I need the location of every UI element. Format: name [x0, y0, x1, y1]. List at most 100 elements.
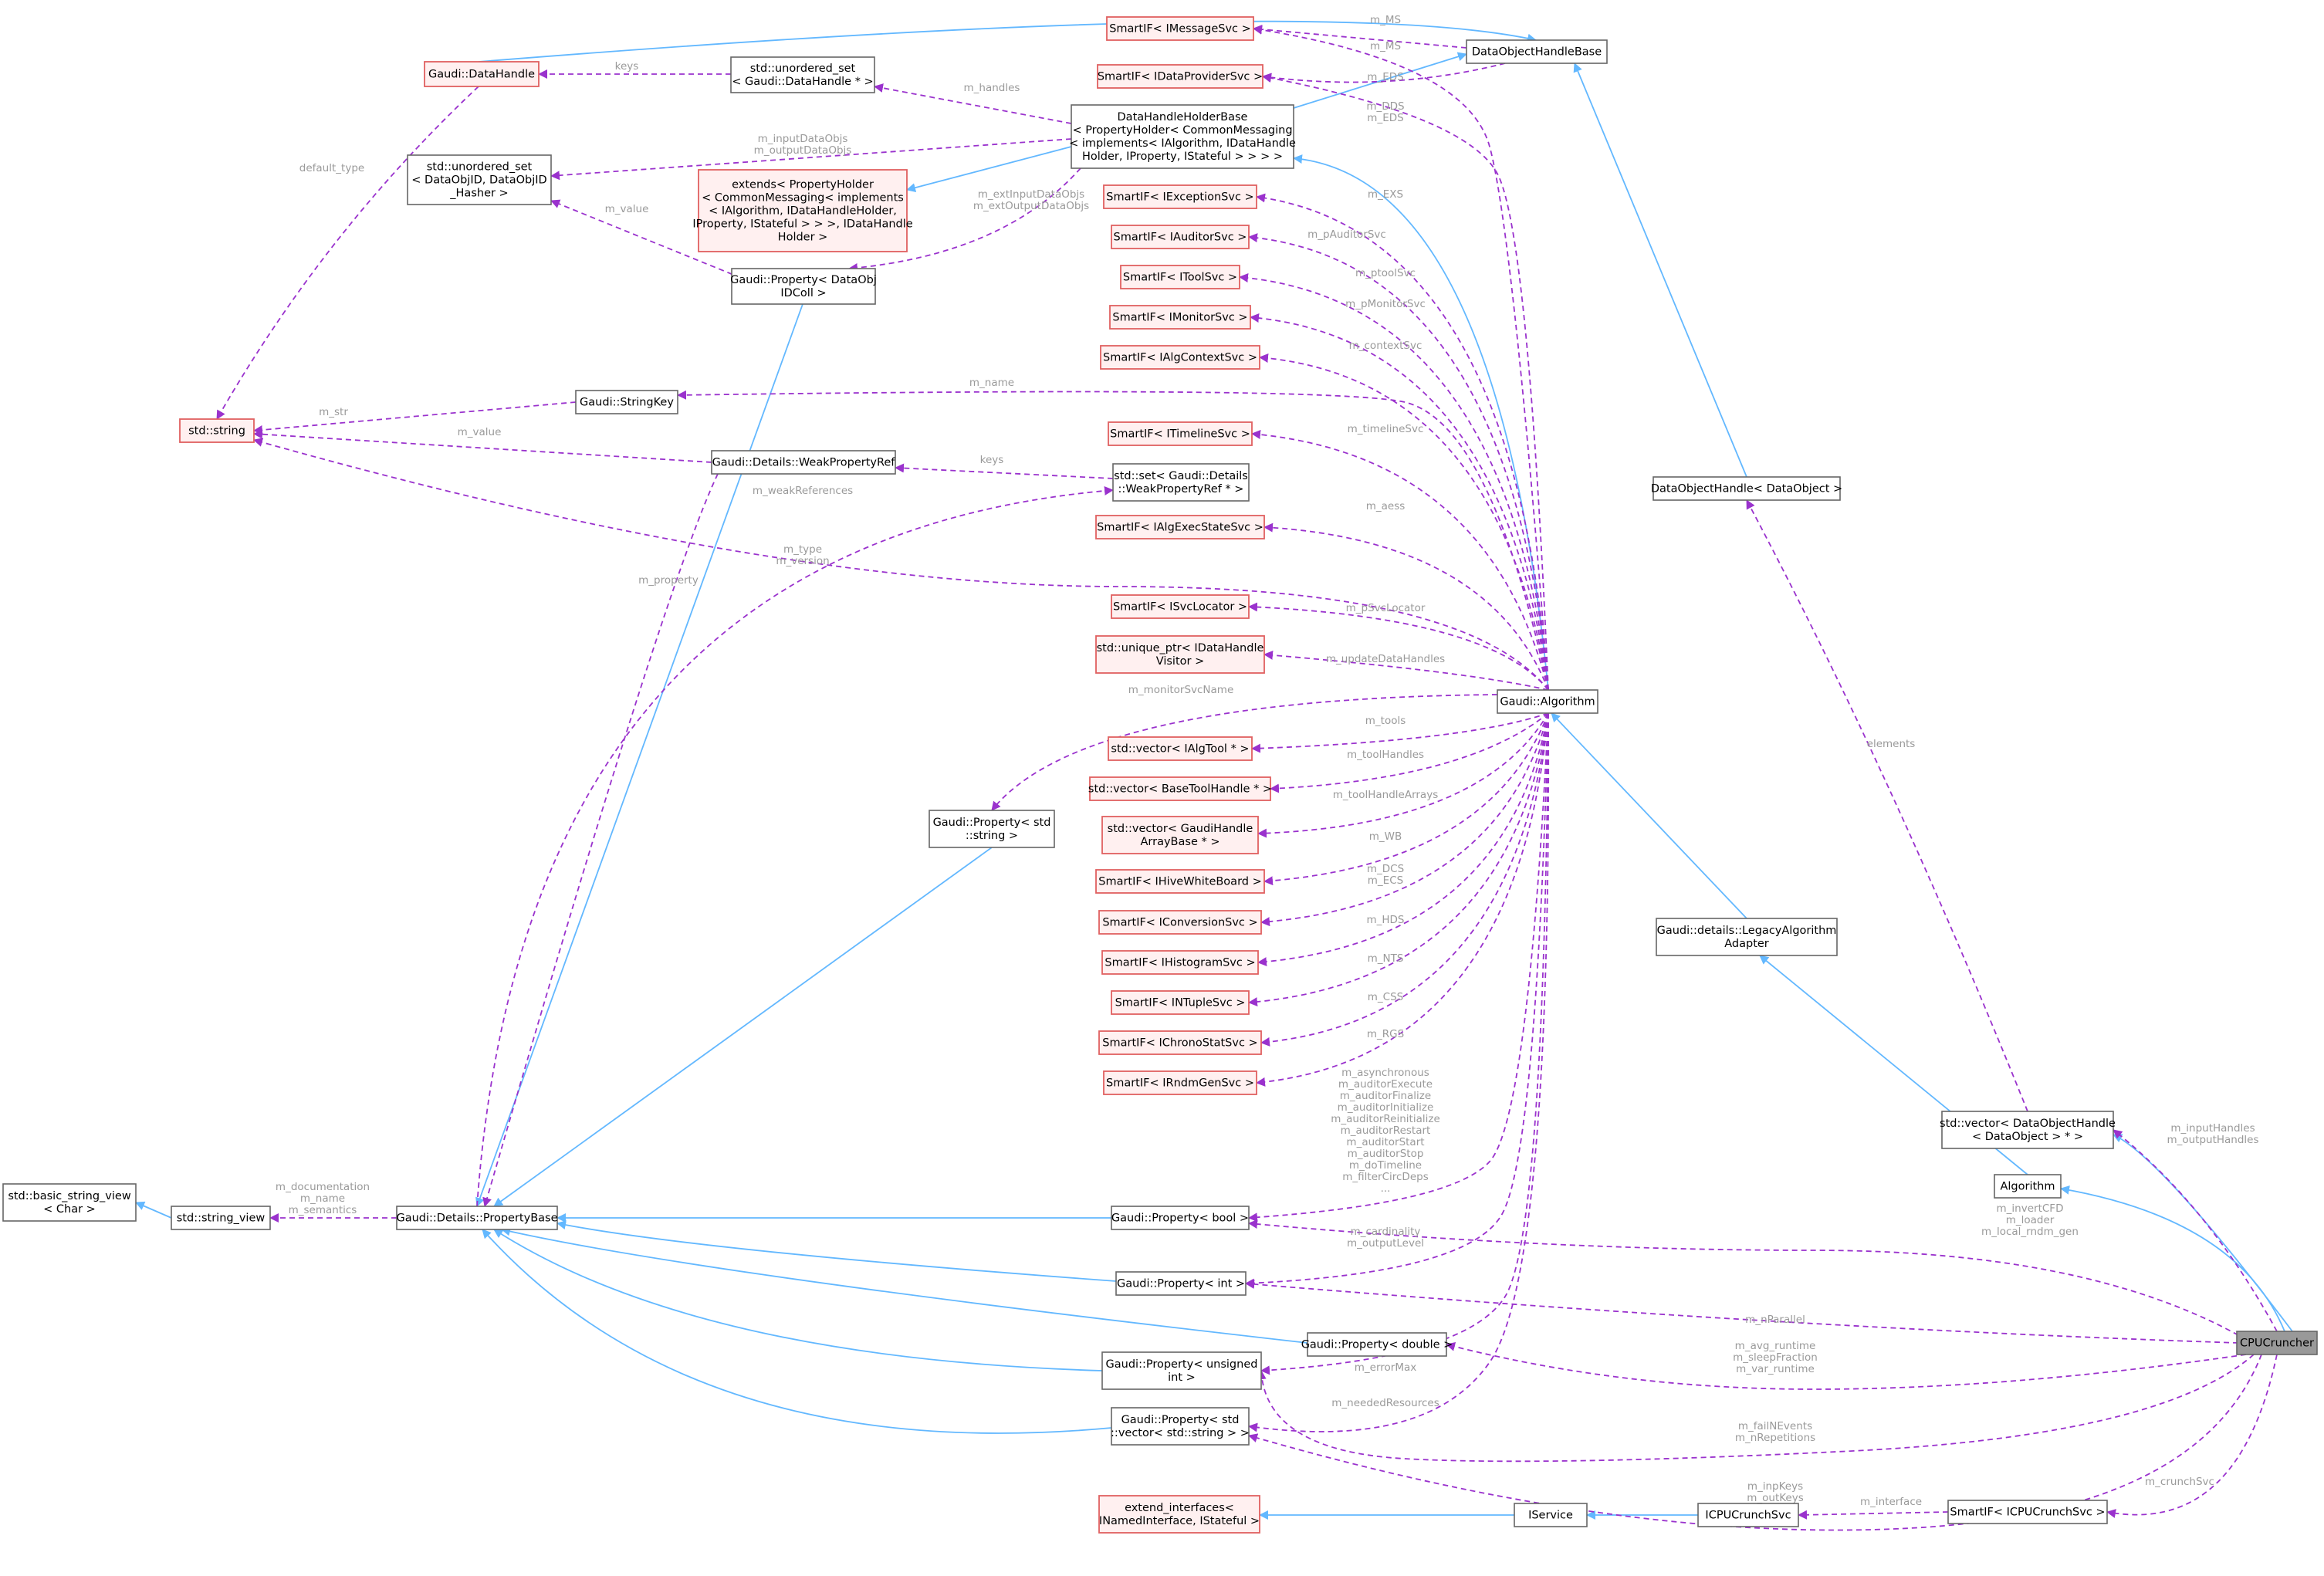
class-node-name: std::string: [188, 425, 245, 438]
usage-edge-cpucruncher-to-vector_dataobjecthandle: [2113, 1129, 2278, 1332]
class-node-sif-algcontextsvc[interactable]: SmartIF< IAlgContextSvc >: [1100, 345, 1260, 370]
class-node-unordered-set-dataobjid[interactable]: std::unordered_set< DataObjID, DataObjID…: [407, 154, 552, 205]
edge-label-line: m_outKeys: [1747, 1492, 1804, 1504]
class-node-name-line: ::WeakPropertyRef * >: [1118, 483, 1244, 495]
class-node-name-line: std::unique_ptr< IDataHandle: [1097, 642, 1264, 654]
class-node-name-line: std::string_view: [177, 1212, 266, 1225]
usage-edge-gaudi_algorithm-to-property_unsigned: [1260, 712, 1549, 1375]
edge-label-m-eds1: m_EDS: [1367, 71, 1403, 83]
class-node-dataobjecthandle-dataobject[interactable]: DataObjectHandle< DataObject >: [1651, 476, 1842, 501]
class-node-box: [1120, 265, 1240, 289]
class-node-unordered-set-datahandle[interactable]: std::unordered_set< Gaudi::DataHandle * …: [730, 56, 875, 93]
class-node-sif-monitorsvc[interactable]: SmartIF< IMonitorSvc >: [1109, 305, 1251, 330]
class-node-sif-timelinesvc[interactable]: SmartIF< ITimelineSvc >: [1108, 421, 1253, 446]
class-node-sif-icpucrunchsvc[interactable]: SmartIF< ICPUCrunchSvc >: [1947, 1500, 2108, 1524]
class-node-set-weakpropertyref[interactable]: std::set< Gaudi::Details::WeakPropertyRe…: [1112, 463, 1250, 502]
class-node-sif-dataprovidersvc[interactable]: SmartIF< IDataProviderSvc >: [1097, 64, 1263, 89]
class-node-name-line: Gaudi::Property< DataObj: [730, 274, 877, 286]
class-node-sif-histogramsvc[interactable]: SmartIF< IHistogramSvc >: [1101, 950, 1259, 975]
class-node-dataobjecthandlebase[interactable]: DataObjectHandleBase: [1466, 39, 1608, 64]
class-node-cpucruncher[interactable]: CPUCruncher: [2236, 1331, 2318, 1355]
class-node-name: SmartIF< ISvcLocator >: [1113, 601, 1247, 614]
class-node-name-line: Gaudi::Property< bool >: [1111, 1212, 1249, 1225]
class-node-property-int[interactable]: Gaudi::Property< int >: [1115, 1271, 1247, 1296]
usage-edge-gaudi_algorithm-to-sif_histogramsvc: [1257, 712, 1549, 967]
class-node-icpucrunchsvc[interactable]: ICPUCrunchSvc: [1697, 1503, 1799, 1527]
class-node-sif-ntuplesvc[interactable]: SmartIF< INTupleSvc >: [1111, 990, 1250, 1015]
edge-label-line: m_property: [638, 574, 699, 587]
class-node-algorithm[interactable]: Algorithm: [1994, 1174, 2062, 1199]
class-node-sif-toolsvc[interactable]: SmartIF< IToolSvc >: [1120, 265, 1240, 289]
class-node-name: Gaudi::Property< int >: [1117, 1278, 1245, 1290]
class-node-box: [396, 1206, 558, 1230]
class-node-box: [1103, 1070, 1257, 1095]
edge-label-timelinesvc: m_timelineSvc: [1348, 423, 1424, 435]
class-node-name-line: SmartIF< IChronoStatSvc >: [1102, 1037, 1257, 1050]
class-node-datahandleholderbase[interactable]: DataHandleHolderBase< PropertyHolder< Co…: [1069, 104, 1296, 169]
class-node-box: [1100, 345, 1260, 370]
class-node-name-line: std::basic_string_view: [8, 1190, 131, 1202]
class-node-vector-algtool[interactable]: std::vector< IAlgTool * >: [1108, 736, 1253, 761]
class-node-sif-algexecstatesvc[interactable]: SmartIF< IAlgExecStateSvc >: [1095, 515, 1265, 539]
class-node-name-line: SmartIF< IToolSvc >: [1123, 272, 1237, 284]
inheritance-edge-property_dataobjidcoll-to-propertybase: [475, 303, 803, 1207]
edge-label-line: m_handles: [964, 82, 1020, 94]
inheritance-edge-cpucruncher-to-algorithm: [2060, 1185, 2285, 1332]
class-node-box: [1108, 736, 1253, 761]
class-node-property-bool[interactable]: Gaudi::Property< bool >: [1111, 1206, 1250, 1230]
class-node-property-vector-string[interactable]: Gaudi::Property< std::vector< std::strin…: [1111, 1407, 1250, 1446]
edge-label-line: m_contextSvc: [1349, 340, 1422, 352]
class-node-name: std::set< Gaudi::Details::WeakPropertyRe…: [1114, 470, 1248, 495]
class-node-sif-auditorsvc[interactable]: SmartIF< IAuditorSvc >: [1111, 225, 1250, 249]
class-node-name-line: < PropertyHolder< CommonMessaging: [1072, 124, 1292, 137]
class-node-name-line: < CommonMessaging< implements: [702, 192, 904, 205]
class-node-box: [1109, 305, 1251, 330]
class-node-sif-hivewhiteboard[interactable]: SmartIF< IHiveWhiteBoard >: [1095, 869, 1265, 894]
class-node-gaudi-stringkey[interactable]: Gaudi::StringKey: [575, 390, 678, 414]
class-node-weakpropertyref[interactable]: Gaudi::Details::WeakPropertyRef: [711, 450, 896, 475]
class-node-property-string[interactable]: Gaudi::Property< std::string >: [929, 810, 1055, 848]
class-node-extend-interfaces[interactable]: extend_interfaces<INamedInterface, IStat…: [1098, 1495, 1260, 1534]
class-node-extends-propertyholder[interactable]: extends< PropertyHolder< CommonMessaging…: [692, 169, 913, 252]
edge-label-tools: m_tools: [1365, 715, 1406, 727]
edge-label-line: m_toolHandleArrays: [1333, 789, 1438, 801]
usage-edge-cpucruncher-to-property_vector_string: [1248, 1354, 2262, 1531]
class-node-sif-exceptionsvc[interactable]: SmartIF< IExceptionSvc >: [1103, 184, 1257, 209]
class-node-sif-messagesvc[interactable]: SmartIF< IMessageSvc >: [1106, 16, 1254, 41]
class-node-gaudi-datahandle[interactable]: Gaudi::DataHandle: [424, 61, 540, 87]
class-node-std-string[interactable]: std::string: [179, 418, 255, 443]
edge-label-aess: m_aess: [1366, 500, 1406, 512]
class-node-sif-chronostatsvc[interactable]: SmartIF< IChronoStatSvc >: [1098, 1030, 1262, 1055]
class-node-iservice[interactable]: IService: [1514, 1503, 1588, 1527]
class-node-sif-svclocator[interactable]: SmartIF< ISvcLocator >: [1111, 594, 1250, 619]
class-node-string-view[interactable]: std::string_view: [171, 1206, 271, 1230]
class-node-propertybase[interactable]: Gaudi::Details::PropertyBase: [396, 1206, 558, 1230]
class-node-basic-string-view[interactable]: std::basic_string_view< Char >: [2, 1183, 137, 1222]
class-node-sif-rndmgensvc[interactable]: SmartIF< IRndmGenSvc >: [1103, 1070, 1257, 1095]
class-node-sif-conversionsvc[interactable]: SmartIF< IConversionSvc >: [1098, 910, 1262, 935]
edge-label-line: m_local_rndm_gen: [1981, 1226, 2079, 1238]
edge-label-line: m_toolHandles: [1347, 749, 1424, 761]
class-node-vector-dataobjecthandle[interactable]: std::vector< DataObjectHandle< DataObjec…: [1940, 1111, 2116, 1149]
class-node-name-line: DataHandleHolderBase: [1118, 111, 1248, 123]
class-node-vector-basetoolhandle[interactable]: std::vector< BaseToolHandle * >: [1088, 776, 1272, 801]
class-node-name-line: _Hasher >: [449, 188, 508, 200]
class-node-box: [1514, 1503, 1588, 1527]
class-node-property-double[interactable]: Gaudi::Property< double >: [1301, 1332, 1453, 1357]
class-node-name: Gaudi::DataHandle: [428, 69, 535, 81]
class-node-box: [1071, 104, 1294, 169]
usage-edge-gaudi_algorithm-to-property_int: [1245, 712, 1549, 1288]
class-node-gaudi-algorithm[interactable]: Gaudi::Algorithm: [1497, 689, 1598, 714]
usage-edge-gaudi_algorithm-to-sif_dataprovidersvc: [1262, 73, 1549, 691]
edge-label-line: m_doTimeline: [1349, 1159, 1422, 1172]
class-node-name: Gaudi::Details::WeakPropertyRef: [712, 457, 896, 469]
class-node-box: [1697, 1503, 1799, 1527]
